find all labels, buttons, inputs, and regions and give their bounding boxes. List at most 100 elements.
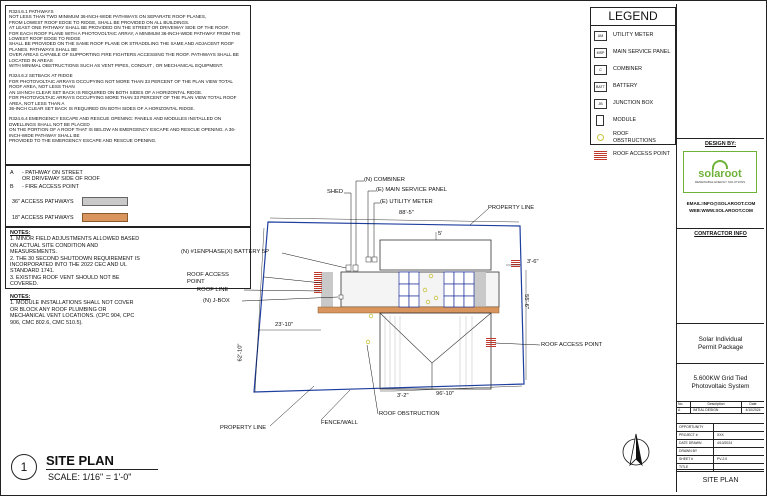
utility-meter-symbol [371, 256, 378, 263]
sun-icon [712, 160, 728, 169]
code-note-line: FOR PHOTOVOLTAIC ARRAYS OCCUPYING MORE T… [9, 95, 237, 106]
legend-title: LEGEND [591, 8, 675, 26]
designer-section: DESIGN BY: solaroot RENEWABLE ENERGY SOL… [677, 139, 764, 229]
jbox-symbol [338, 294, 344, 300]
notes1-item-1: 1. MINOR FIELD ADJUSTMENTS ALLOWED BASED… [10, 236, 140, 256]
dim-bottom-right: 96'-10" [436, 391, 454, 397]
dim-right-small: 3'-6" [527, 259, 539, 265]
info-row-value [714, 424, 764, 431]
label-property-line-top: PROPERTY LINE [488, 205, 535, 211]
code-note-line: OVER AREAS CAPABLE OF SUPPORTING FIRE FI… [9, 52, 239, 63]
roof-access-point-right [486, 338, 496, 347]
info-row: OPPORTUNITY [677, 424, 764, 432]
revision-table: No. Description Date A INITIAL DESIGN 4/… [677, 402, 764, 424]
key-a-symbol: A [10, 170, 14, 176]
key-a-text: - PATHWAY ON STREET OR DRIVEWAY SIDE OF … [22, 170, 100, 183]
label-property-line-bottom: PROPERTY LINE [220, 425, 267, 431]
company-email: EMAIL:INFO@SOLAROOT.COM [686, 201, 756, 206]
notes1-item-2: 2. THE 30 SECOND SHUTDOWN REQUIREMENT IS… [10, 255, 140, 275]
msp-symbol [365, 256, 372, 263]
info-row-label: DRAWN BY [677, 448, 714, 455]
roof-access-point-left [314, 272, 322, 294]
legend-item-roof-obstructions: ROOF OBSTRUCTIONS [594, 129, 672, 146]
lower-roof-lines-right [459, 316, 473, 389]
plan-title-block: 1 SITE PLAN SCALE: 1/16" = 1'-0" [5, 448, 251, 490]
code-note-line: AN 18-INCH CLEAR SET BACK IS REQUIRED ON… [9, 89, 203, 95]
notes-panel-2: NOTES: 1. MODULE INSTALLATIONS SHALL NOT… [10, 294, 140, 326]
info-row-value [714, 448, 764, 455]
notes2-text: 1. MODULE INSTALLATIONS SHALL NOT COVER … [10, 300, 135, 326]
lower-roof-lines [384, 316, 401, 389]
logo-text: solaroot [698, 168, 742, 180]
label-battery: (N) #1ENPHASE(X) BATTERY 5P [181, 249, 269, 255]
legend-item-module: MODULE [594, 112, 672, 129]
info-row-label: DATE DRAWN [677, 440, 714, 447]
info-row-value: XXX [717, 433, 724, 437]
code-note-line: R324.6.2 SETBACK AT RIDGE [9, 73, 73, 79]
code-note-line: FOR EACH ROOF PLANE WITH A PHOTOVOLTAIC … [9, 30, 241, 42]
key-b-symbol: B [10, 184, 14, 190]
logo-tagline: RENEWABLE ENERGY SOLUTIONS [694, 180, 746, 184]
dim-bottom-left: 3'-2" [397, 393, 409, 399]
info-row-label: OPPORTUNITY [677, 424, 714, 431]
info-row-value: 4/10/2024 [717, 441, 733, 445]
plan-scale: SCALE: 1/16" = 1'-0" [48, 472, 132, 482]
combiner-symbol [352, 264, 359, 272]
property-line-boundary [253, 221, 525, 393]
code-note-line: SHALL BE PROVIDED ON THE SAME ROOF PLANE… [9, 41, 234, 52]
notes1-item-3: 3. EXISTING ROOF VENT SHOULD NOT BE COVE… [10, 274, 120, 288]
pathway-36-left [321, 272, 333, 307]
roof-access-point-icon [594, 149, 607, 160]
module-icon [596, 115, 604, 126]
code-note-line: 36-INCH CLEAR SET BACK IS REQUIRED ON BO… [9, 105, 195, 111]
label-shed: SHED [327, 189, 344, 195]
info-row-value [714, 464, 764, 471]
label-utility-meter: (E) UTILITY METER [380, 199, 433, 205]
dim-left-inner: 23'-10" [275, 322, 293, 328]
company-web: WEB:WWW.SOLAROOT.COM [689, 208, 753, 213]
pathway36-swatch [82, 197, 128, 206]
utility-meter-icon: UM [594, 30, 607, 41]
info-row-label: SHEET # [677, 456, 714, 463]
dimension-lines [254, 217, 527, 393]
notes-panel-1: NOTES: 1. MINOR FIELD ADJUSTMENTS ALLOWE… [5, 227, 251, 289]
dim-setback-top: 5' [438, 231, 443, 237]
lower-roof-ridges [379, 312, 492, 389]
dim-right-side: 55'-6" [522, 294, 529, 309]
code-note-line: WITH MINIMAL OBSTRUCTIONS SUCH AS VENT P… [9, 63, 224, 69]
info-row-label: TITLE [677, 464, 714, 471]
battery-icon: BATT [594, 81, 607, 92]
design-by-label: DESIGN BY: [704, 141, 737, 147]
code-note-line: AT LEAST ONE PATHWAY SHALL BE PROVIDED O… [9, 25, 230, 31]
info-row-label: PROJECT # [677, 432, 714, 439]
info-row-value: PV-2.0 [717, 457, 728, 461]
dim-left-side: 62'-10" [237, 343, 244, 362]
info-row: SHEET #PV-2.0 [677, 456, 764, 464]
info-row: TITLE [677, 464, 764, 472]
pathway36-label: 36" ACCESS PATHWAYS [12, 199, 74, 205]
junction-box-icon: JB [594, 98, 607, 109]
legend-item-roof-access-point: ROOF ACCESS POINT [594, 146, 672, 163]
company-logo: solaroot RENEWABLE ENERGY SOLUTIONS [683, 151, 757, 193]
north-arrow [622, 433, 650, 467]
combiner-icon: C [594, 64, 607, 75]
info-row: DRAWN BY [677, 448, 764, 456]
title-block: DESIGN BY: solaroot RENEWABLE ENERGY SOL… [676, 4, 764, 492]
label-fence: FENCE/WALL [321, 420, 358, 426]
code-note-line: ON THE PORTION OF A ROOF THAT IS BELOW A… [9, 127, 236, 138]
pathway18-label: 18" ACCESS PATHWAYS [12, 215, 74, 221]
label-roof-obstruction: ROOF OBSTRUCTION [379, 411, 440, 417]
code-note-line: R324.6.4 EMERGENCY ESCAPE AND RESCUE OPE… [9, 116, 222, 127]
contractor-section: CONTRACTOR INFO [677, 229, 764, 324]
notes2-title: NOTES: [10, 294, 31, 300]
pv-array-right [443, 271, 475, 308]
